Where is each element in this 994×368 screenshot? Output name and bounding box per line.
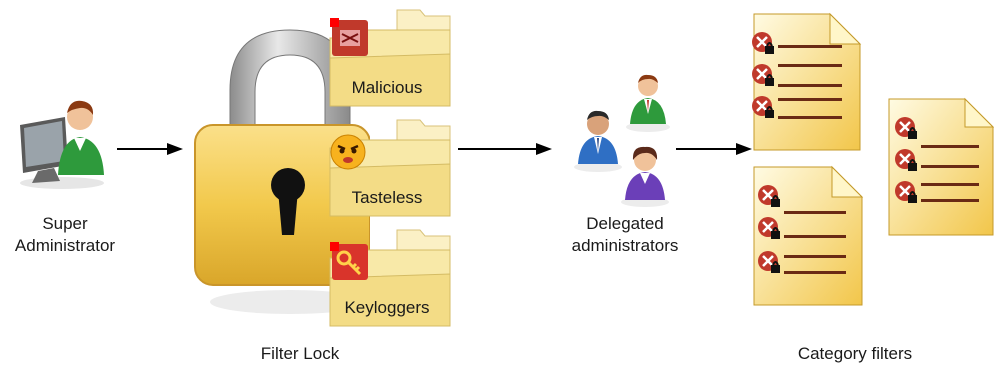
super-administrator-line2: Administrator: [14, 236, 116, 255]
arrow-2: [458, 140, 554, 158]
category-filter-document-3: [748, 165, 866, 310]
delegated-administrators-line2: administrators: [571, 236, 679, 255]
filter-lock-label: Filter Lock: [260, 344, 340, 363]
arrow-3: [676, 140, 754, 158]
super-administrator-line1: Super: [42, 214, 88, 233]
folder-malicious-label: Malicious: [351, 78, 423, 97]
super-administrator-icon: [10, 95, 110, 190]
angry-face-icon: [328, 132, 368, 172]
folder-tasteless: Tasteless: [325, 118, 455, 218]
folder-keyloggers: Keyloggers: [325, 228, 455, 328]
folder-malicious: Malicious: [325, 8, 455, 108]
category-filters-label: Category filters: [797, 344, 913, 363]
arrow-1: [117, 140, 185, 158]
malicious-icon: [330, 18, 370, 58]
delegated-administrators-line1: Delegated: [586, 214, 664, 233]
folder-keyloggers-label: Keyloggers: [344, 298, 430, 317]
delegated-administrators-label: Delegated administrators: [555, 213, 695, 257]
category-filter-document-2: [885, 97, 994, 242]
super-administrator-label: Super Administrator: [10, 213, 120, 257]
padlock-icon: [190, 20, 370, 320]
folder-tasteless-label: Tasteless: [351, 188, 423, 207]
category-filter-document-1: [742, 12, 867, 157]
delegated-administrators-icon: [570, 72, 680, 207]
key-icon: [330, 242, 370, 282]
